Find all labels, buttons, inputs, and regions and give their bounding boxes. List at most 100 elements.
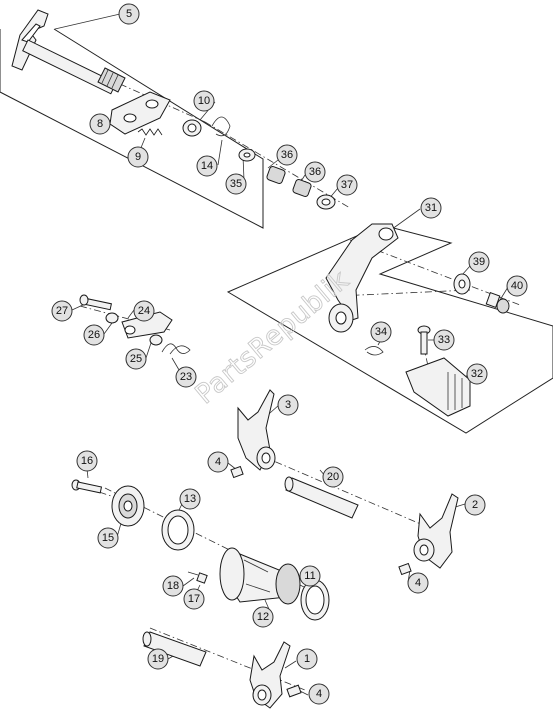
callout-37: 37 (336, 174, 358, 196)
svg-text:31: 31 (425, 202, 437, 214)
callout-12: 12 (252, 606, 274, 628)
bearing-13-part (161, 509, 195, 551)
washer-39-part (453, 273, 471, 295)
callout-33: 33 (433, 329, 455, 351)
bearing-11-part (300, 579, 330, 621)
seal-37-part (316, 194, 336, 210)
callout-13: 13 (179, 488, 201, 510)
svg-text:10: 10 (198, 95, 210, 107)
bolt-40-part (485, 292, 510, 314)
svg-text:4: 4 (415, 577, 421, 589)
pin-4a-part (230, 465, 244, 479)
guide-plate-part (109, 91, 171, 135)
needle-bearing-36b-part (292, 179, 312, 197)
rod-20-part (284, 476, 359, 519)
spring-14-part (211, 116, 231, 137)
callout-23: 23 (175, 366, 197, 388)
svg-text:3: 3 (285, 399, 291, 411)
svg-text:9: 9 (135, 151, 141, 163)
shift-fork-3-part (237, 389, 276, 471)
svg-text:13: 13 (184, 493, 196, 505)
callout-18: 18 (162, 575, 184, 597)
spring-9-part (137, 128, 163, 136)
svg-text:40: 40 (511, 280, 523, 292)
needle-bearing-36a-part (266, 166, 286, 184)
bolt-17-part (196, 572, 208, 584)
svg-text:18: 18 (167, 580, 179, 592)
clip-34-part (364, 346, 384, 356)
callout-27: 27 (51, 300, 73, 322)
callout-34: 34 (370, 321, 392, 343)
callout-17: 17 (183, 588, 205, 610)
callout-4-b: 4 (407, 572, 429, 594)
svg-text:8: 8 (97, 118, 103, 130)
callout-1: 1 (296, 648, 318, 670)
svg-text:34: 34 (375, 326, 387, 338)
callout-11: 11 (299, 565, 321, 587)
pin-4c-part (286, 684, 302, 698)
callout-25: 25 (125, 348, 147, 370)
svg-text:36: 36 (309, 166, 321, 178)
svg-text:36: 36 (281, 149, 293, 161)
svg-text:4: 4 (316, 688, 322, 700)
svg-text:4: 4 (215, 456, 221, 468)
callout-26: 26 (83, 324, 105, 346)
svg-text:11: 11 (304, 570, 315, 582)
shift-fork-1-part (249, 641, 291, 709)
svg-text:14: 14 (201, 160, 213, 172)
svg-text:1: 1 (304, 653, 310, 665)
svg-text:33: 33 (438, 334, 450, 346)
callout-3: 3 (277, 394, 299, 416)
svg-text:19: 19 (152, 653, 164, 665)
svg-text:2: 2 (472, 499, 478, 511)
callout-19: 19 (147, 648, 169, 670)
callout-36-b: 36 (304, 161, 326, 183)
svg-text:12: 12 (257, 611, 269, 623)
svg-text:15: 15 (102, 532, 114, 544)
bushing-25-part (149, 334, 163, 346)
callout-2: 2 (464, 494, 486, 516)
callout-14: 14 (196, 155, 218, 177)
shift-shaft-part (11, 9, 126, 95)
callout-31: 31 (420, 197, 442, 219)
svg-text:25: 25 (130, 353, 142, 365)
callout-4-a: 4 (207, 451, 229, 473)
pin-4b-part (398, 562, 412, 576)
axis-rod-19 (149, 627, 306, 691)
svg-text:26: 26 (88, 329, 100, 341)
callout-35: 35 (225, 173, 247, 195)
rod-19-part (142, 631, 207, 667)
svg-text:20: 20 (327, 471, 339, 483)
washer-35-part (238, 148, 256, 162)
callout-10: 10 (193, 90, 215, 112)
callout-40: 40 (506, 275, 528, 297)
callout-8: 8 (89, 113, 111, 135)
shift-shaft-group-frame (0, 28, 264, 229)
callout-24: 24 (133, 300, 155, 322)
callout-16: 16 (76, 450, 98, 472)
svg-text:35: 35 (230, 178, 242, 190)
shift-fork-2-part (413, 493, 459, 569)
svg-text:39: 39 (473, 256, 485, 268)
svg-text:23: 23 (180, 371, 192, 383)
bolt-16-part (71, 479, 103, 494)
callout-32: 32 (466, 363, 488, 385)
svg-text:32: 32 (471, 368, 483, 380)
axis-fork-rod (261, 455, 431, 529)
svg-text:17: 17 (188, 593, 200, 605)
bushing-10-part (182, 119, 202, 137)
callout-5: 5 (118, 3, 140, 25)
shift-lever-31-part (325, 223, 399, 333)
svg-text:5: 5 (126, 8, 132, 20)
locator-15-part (111, 485, 145, 527)
spring-23-part (161, 343, 191, 355)
pedal-tip-32-part (405, 357, 471, 417)
shift-drum-12-part (219, 547, 301, 605)
svg-text:37: 37 (341, 179, 353, 191)
callout-9: 9 (127, 146, 149, 168)
callout-36-a: 36 (276, 144, 298, 166)
callout-20: 20 (322, 466, 344, 488)
svg-text:24: 24 (138, 305, 150, 317)
